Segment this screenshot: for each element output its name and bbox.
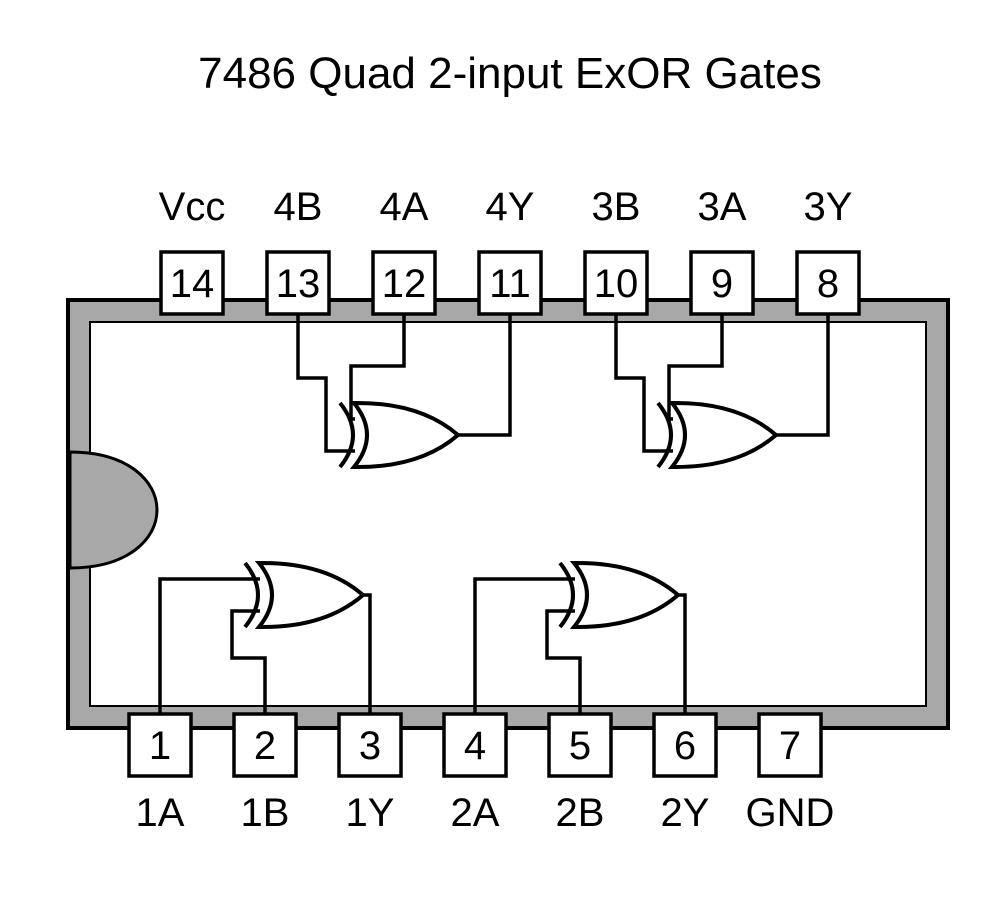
wire-1B [230, 609, 267, 714]
pin-box [547, 712, 613, 778]
xor-gate-body [667, 400, 780, 470]
wire-4A [349, 314, 406, 421]
pin-number: 6 [674, 724, 696, 768]
pin-label: 1B [241, 791, 290, 835]
pin-number: 8 [817, 262, 839, 306]
pin-number: 12 [382, 262, 427, 306]
pin-label: 2B [556, 791, 605, 835]
pin-1: 1 1A [127, 712, 193, 835]
pin-number: 1 [149, 724, 171, 768]
pin-box [583, 250, 649, 316]
diagram-title: 7486 Quad 2-input ExOR Gates [198, 49, 822, 98]
pin-box [232, 712, 298, 778]
pin-label: 4A [380, 185, 429, 229]
xor-input-arc-icon [243, 561, 260, 629]
pin-label: GND [746, 791, 835, 835]
pin-box [127, 712, 193, 778]
pin-box [265, 250, 331, 316]
pin-number: 9 [711, 262, 733, 306]
pin-label: 1Y [346, 791, 395, 835]
pin-number: 2 [254, 724, 276, 768]
pin-box [442, 712, 508, 778]
pin-9: 9 3A [689, 185, 755, 316]
pin-number: 5 [569, 724, 591, 768]
pin-12: 12 4A [371, 185, 437, 316]
pin-number: 7 [779, 724, 801, 768]
pin-6: 6 2Y [652, 712, 718, 835]
xor-input-arc-icon [558, 561, 575, 629]
ic-package-layer [66, 298, 950, 730]
pin-14: 14 Vcc [159, 185, 226, 316]
pin-number: 3 [359, 724, 381, 768]
pin-box [159, 250, 225, 316]
pin-label: 3Y [804, 185, 853, 229]
pin-number: 13 [276, 262, 321, 306]
xor-gate-body [254, 560, 367, 630]
pin-box [757, 712, 823, 778]
pin-2: 2 1B [232, 712, 298, 835]
wire-3Y [776, 314, 830, 437]
pin-box [795, 250, 861, 316]
pin-label: 2Y [661, 791, 710, 835]
pin-number: 10 [594, 262, 639, 306]
wire-2A [473, 577, 575, 714]
xor-gate-4 [338, 400, 462, 470]
pin-box [371, 250, 437, 316]
xor-gate-body [349, 400, 462, 470]
wire-3B [614, 314, 673, 453]
pin-10: 10 3B [583, 185, 649, 316]
pin-3: 3 1Y [337, 712, 403, 835]
xor-gate-2 [558, 560, 682, 630]
wire-4Y [458, 314, 512, 437]
pin-box [689, 250, 755, 316]
pin-label: 3A [698, 185, 747, 229]
pin-label: 2A [451, 791, 500, 835]
pin-box [652, 712, 718, 778]
gate-layer [243, 400, 780, 630]
pin-13: 13 4B [265, 185, 331, 316]
xor-input-arc-icon [338, 401, 355, 469]
xor-gate-body [569, 560, 682, 630]
pin-11: 11 4Y [477, 185, 543, 316]
pin-label: 1A [136, 791, 185, 835]
pin-layer: 14 Vcc 13 4B 12 4A 11 4Y 10 3B 9 3A 8 3Y 1 1A 2 1B 3 1Y 4 2A 5… [127, 185, 861, 835]
wire-4B [296, 314, 355, 453]
pin1-notch [68, 450, 159, 570]
pin-label: 4Y [486, 185, 535, 229]
pin-number: 4 [464, 724, 486, 768]
pin-number: 14 [170, 262, 215, 306]
pin-label: Vcc [159, 185, 226, 229]
pin-5: 5 2B [547, 712, 613, 835]
wire-3A [667, 314, 724, 421]
xor-gate-1 [243, 560, 367, 630]
wire-2B [545, 609, 582, 714]
wire-1A [158, 577, 260, 714]
ic-body-inner [89, 321, 927, 707]
pin-box [477, 250, 543, 316]
pin-number: 11 [489, 262, 531, 306]
pin-8: 8 3Y [795, 185, 861, 316]
pin-box [337, 712, 403, 778]
pin-label: 3B [592, 185, 641, 229]
pin-label: 4B [274, 185, 323, 229]
xor-gate-3 [656, 400, 780, 470]
xor-input-arc-icon [656, 401, 673, 469]
pin-4: 4 2A [442, 712, 508, 835]
